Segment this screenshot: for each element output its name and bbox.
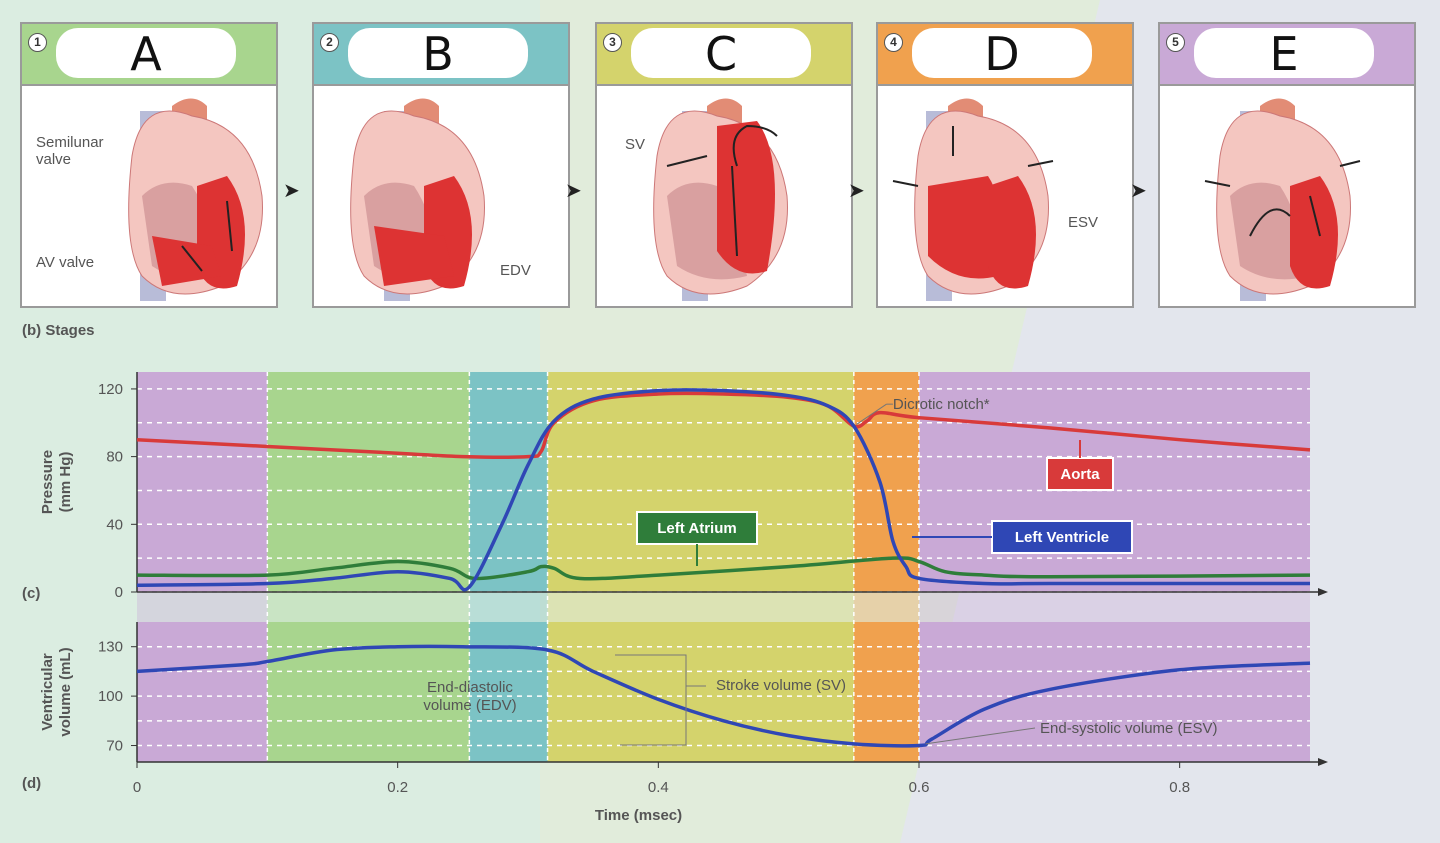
left-atrium-line — [136, 556, 1311, 581]
aorta-line — [136, 391, 1311, 459]
esv-leader — [925, 727, 1036, 745]
phase-bands — [137, 372, 1310, 762]
aorta-label-box — [1046, 457, 1114, 491]
left-ventricle-label: Left Ventricle — [1015, 529, 1109, 546]
stage-arrow-icon: ➤ — [1130, 180, 1147, 202]
x-tick-label: 0.8 — [1169, 779, 1190, 796]
stage-arrow-icon: ➤ — [283, 180, 300, 202]
phase-band — [137, 372, 268, 592]
stage-letter: C — [704, 27, 738, 81]
stage-arrow-icon: ➤ — [848, 180, 865, 202]
x-tick-label: 0 — [133, 779, 141, 796]
stage-header: 3 C — [597, 24, 851, 86]
phase-band-connector — [547, 592, 854, 622]
stage-letter: A — [130, 27, 162, 81]
axis-arrow-icon — [1318, 758, 1328, 766]
stage-letter: E — [1269, 27, 1299, 81]
stage-panel-5: 5 E — [1158, 22, 1416, 308]
dicrotic-leader — [856, 403, 887, 425]
series-lines — [136, 388, 1311, 748]
phase-band-connector — [267, 592, 470, 622]
y-tick-label: 80 — [106, 449, 123, 466]
axis-arrow-icon — [1318, 588, 1328, 596]
stages-caption: (b) Stages — [22, 322, 95, 339]
left-ventricle-line — [136, 388, 1310, 592]
phase-band — [469, 372, 548, 592]
heart-illustration — [892, 98, 1054, 301]
stage-number: 3 — [603, 33, 622, 52]
stage-panel-4: 4 D ESV — [876, 22, 1134, 308]
phase-band-connector — [137, 592, 268, 622]
phase-band — [919, 372, 1310, 592]
stage-letter: B — [422, 27, 454, 81]
phase-band — [547, 372, 854, 592]
heart-illustration — [350, 98, 485, 301]
stage-label-mask — [631, 28, 811, 78]
stroke-volume-bracket — [615, 654, 687, 746]
y-tick-label: 0 — [115, 584, 123, 601]
edv-label: EDV — [500, 262, 531, 279]
av-valve-label: AV valve — [36, 254, 95, 271]
esv-annotation: End-systolic volume (ESV) — [1040, 720, 1218, 737]
stage-header: 4 D — [878, 24, 1132, 86]
stage-panel-3: 3 C SV — [595, 22, 853, 308]
sv-label: SV — [625, 136, 646, 153]
stage-number: 2 — [320, 33, 339, 52]
stage-header: 1 A — [22, 24, 276, 86]
stage-number: 5 — [1166, 33, 1185, 52]
stage-number: 4 — [884, 33, 903, 52]
phase-band — [853, 622, 919, 762]
phase-band — [137, 622, 268, 762]
stage-panel-2: 2 B EDV — [312, 22, 570, 308]
dicrotic-notch-label: Dicrotic notch* — [893, 396, 990, 413]
x-tick-label: 0.6 — [909, 779, 930, 796]
y-tick-label: 120 — [98, 381, 123, 398]
stage-label-mask — [56, 28, 236, 78]
pressure-axis-title: Pressure(mm Hg) — [39, 450, 74, 514]
stage-letter: D — [984, 27, 1020, 81]
heart-illustration — [653, 98, 788, 301]
section-d-caption: (d) — [22, 775, 41, 792]
axes — [131, 372, 1328, 768]
phase-band — [853, 372, 919, 592]
y-tick-label: 70 — [106, 738, 123, 755]
ventricular-volume-line — [136, 644, 1311, 748]
stage-arrow-icon: ➤ — [565, 180, 582, 202]
volume-axis-title: Ventricularvolume (mL) — [39, 647, 74, 736]
stage-label-mask — [348, 28, 528, 78]
stage-label-mask — [1194, 28, 1374, 78]
phase-band-connector — [469, 592, 548, 622]
phase-band-connector — [853, 592, 919, 622]
phase-band — [267, 372, 470, 592]
x-tick-label: 0.2 — [387, 779, 408, 796]
stage-label-mask — [912, 28, 1092, 78]
x-axis-title: Time (msec) — [595, 807, 682, 824]
section-c-caption: (c) — [22, 585, 40, 602]
phase-band — [919, 622, 1310, 762]
esv-label: ESV — [1068, 214, 1099, 231]
left-atrium-label-box — [636, 511, 758, 545]
left-atrium-label: Left Atrium — [657, 520, 736, 537]
x-tick-label: 0.4 — [648, 779, 669, 796]
y-tick-label: 100 — [98, 688, 123, 705]
heart-illustration — [128, 98, 263, 301]
y-tick-label: 130 — [98, 639, 123, 656]
stage-header: 5 E — [1160, 24, 1414, 86]
y-tick-label: 40 — [106, 516, 123, 533]
heart-illustration — [1204, 98, 1361, 301]
aorta-label: Aorta — [1060, 466, 1100, 483]
phase-band-connector — [919, 592, 1310, 622]
stroke-volume-annotation: Stroke volume (SV) — [716, 677, 846, 694]
stage-header: 2 B — [314, 24, 568, 86]
stage-number: 1 — [28, 33, 47, 52]
